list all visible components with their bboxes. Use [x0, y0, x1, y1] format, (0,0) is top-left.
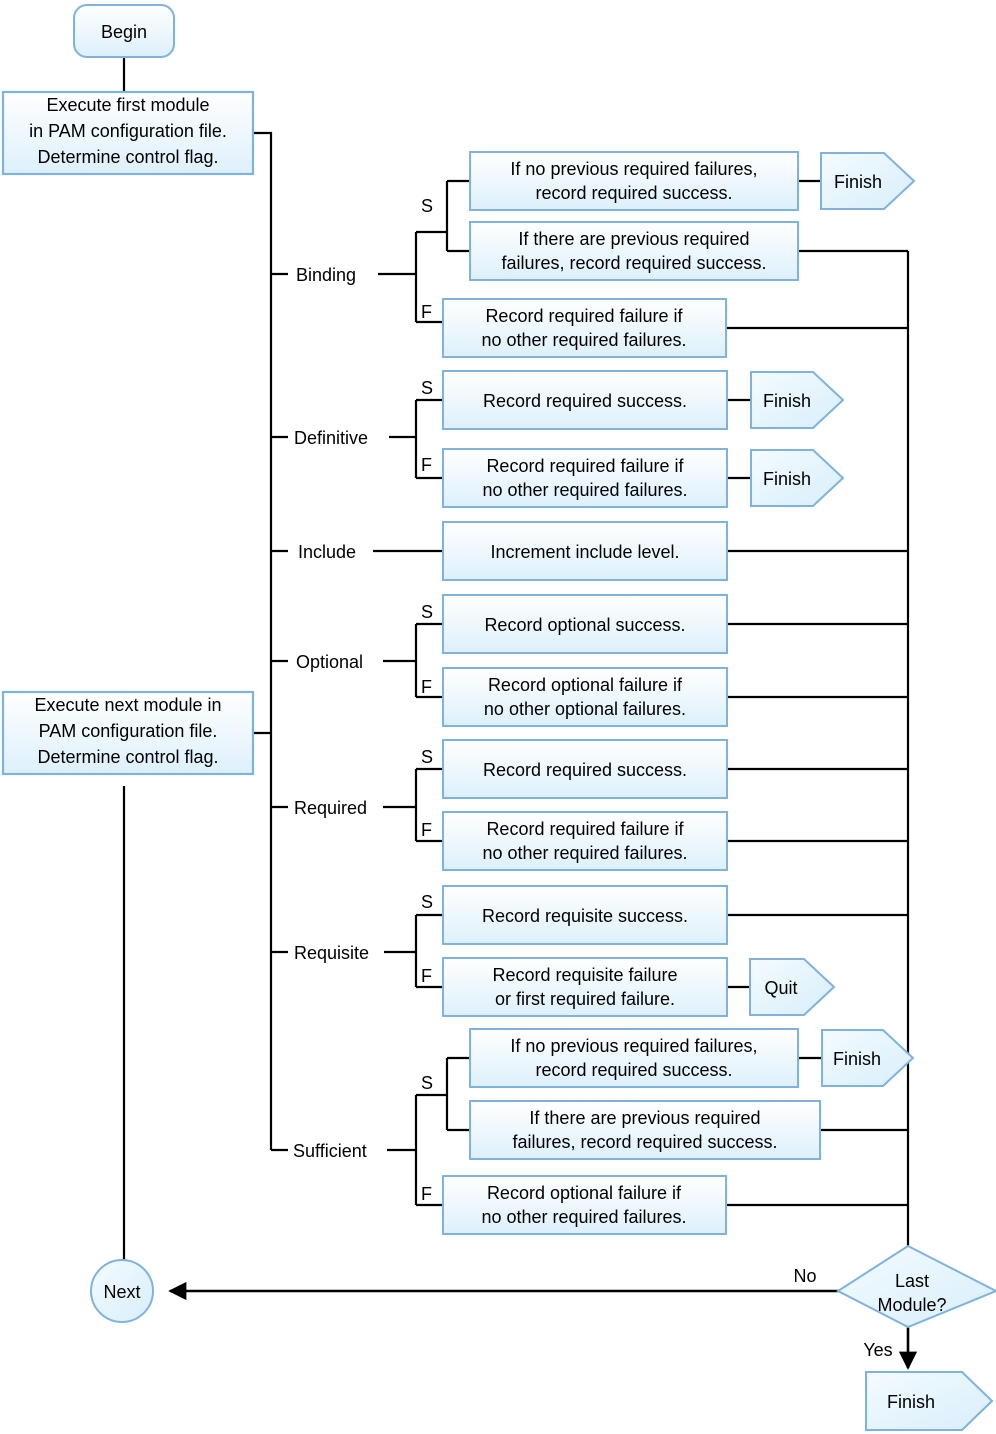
- branch-label-definitive: Definitive: [294, 428, 368, 448]
- execute-first-line2: in PAM configuration file.: [29, 121, 227, 141]
- box-sufficient-s-2-line2: failures, record required success.: [512, 1132, 777, 1152]
- terminal-binding-finish[interactable]: Finish: [820, 152, 916, 210]
- box-required-s-1-line1: Record required success.: [483, 760, 687, 780]
- box-sufficient-s-2[interactable]: If there are previous required failures,…: [469, 1100, 821, 1160]
- execute-next-line3: Determine control flag.: [37, 747, 218, 767]
- box-definitive-s-1-line1: Record required success.: [483, 391, 687, 411]
- box-binding-s-2-line2: failures, record required success.: [501, 253, 766, 273]
- box-definitive-s-1[interactable]: Record required success.: [442, 370, 728, 430]
- flag-optional-s: S: [421, 602, 433, 622]
- node-begin[interactable]: Begin: [73, 4, 175, 58]
- box-sufficient-s-1-line2: record required success.: [535, 1060, 732, 1080]
- connector-lines: [122, 57, 910, 1260]
- node-next-label: Next: [103, 1282, 140, 1302]
- box-sufficient-s-1[interactable]: If no previous required failures, record…: [469, 1028, 799, 1088]
- edge-label-yes: Yes: [863, 1340, 892, 1360]
- box-requisite-f-1-line2: or first required failure.: [495, 989, 675, 1009]
- node-finish-bottom[interactable]: Finish: [865, 1371, 994, 1431]
- edge-label-no: No: [793, 1266, 816, 1286]
- terminal-requisite-quit[interactable]: Quit: [749, 958, 836, 1016]
- box-definitive-f-1-line2: no other required failures.: [482, 480, 687, 500]
- node-execute-first-module[interactable]: Execute first module in PAM configuratio…: [1, 90, 255, 176]
- flag-sufficient-s: S: [421, 1073, 433, 1093]
- flag-sufficient-f: F: [421, 1184, 432, 1204]
- terminal-definitive-s-finish[interactable]: Finish: [750, 371, 845, 429]
- box-binding-s-2[interactable]: If there are previous required failures,…: [469, 221, 799, 281]
- box-binding-s-2-line1: If there are previous required: [518, 229, 749, 249]
- box-required-s-1[interactable]: Record required success.: [442, 739, 728, 799]
- last-module-line2: Module?: [877, 1295, 946, 1315]
- execute-next-line1: Execute next module in: [34, 695, 221, 715]
- terminal-definitive-f-finish[interactable]: Finish: [750, 449, 845, 507]
- branch-label-optional: Optional: [296, 652, 363, 672]
- box-optional-f-1[interactable]: Record optional failure if no other opti…: [442, 667, 728, 727]
- branch-label-required: Required: [294, 798, 367, 818]
- box-sufficient-f-1[interactable]: Record optional failure if no other requ…: [442, 1175, 727, 1235]
- box-binding-f-1-line2: no other required failures.: [481, 330, 686, 350]
- execute-next-line2: PAM configuration file.: [39, 721, 218, 741]
- box-sufficient-f-1-line1: Record optional failure if: [487, 1183, 682, 1203]
- execute-first-line3: Determine control flag.: [37, 147, 218, 167]
- box-binding-s-1[interactable]: If no previous required failures, record…: [469, 151, 799, 211]
- box-requisite-f-1[interactable]: Record requisite failure or first requir…: [442, 957, 728, 1017]
- node-begin-label: Begin: [101, 22, 147, 42]
- flag-optional-f: F: [421, 677, 432, 697]
- flag-required-f: F: [421, 820, 432, 840]
- execute-first-line1: Execute first module: [46, 95, 209, 115]
- branch-label-include: Include: [298, 542, 356, 562]
- box-definitive-f-1[interactable]: Record required failure if no other requ…: [442, 448, 728, 508]
- flag-binding-s: S: [421, 196, 433, 216]
- branch-label-sufficient: Sufficient: [293, 1141, 367, 1161]
- main-trunk: [253, 131, 273, 1150]
- box-binding-f-1[interactable]: Record required failure if no other requ…: [442, 298, 727, 358]
- box-binding-f-1-line1: Record required failure if: [485, 306, 683, 326]
- terminal-sufficient-finish-label: Finish: [833, 1049, 881, 1069]
- flag-definitive-f: F: [421, 455, 432, 475]
- branch-label-binding: Binding: [296, 265, 356, 285]
- terminal-definitive-f-finish-label: Finish: [763, 469, 811, 489]
- box-include-1[interactable]: Increment include level.: [442, 521, 728, 581]
- node-finish-bottom-label: Finish: [887, 1392, 935, 1412]
- box-requisite-s-1[interactable]: Record requisite success.: [442, 885, 728, 945]
- box-optional-s-1[interactable]: Record optional success.: [442, 594, 728, 654]
- box-required-f-1-line2: no other required failures.: [482, 843, 687, 863]
- box-binding-s-1-line1: If no previous required failures,: [510, 159, 757, 179]
- box-definitive-f-1-line1: Record required failure if: [486, 456, 684, 476]
- node-last-module[interactable]: Last Module?: [836, 1244, 996, 1329]
- box-optional-f-1-line1: Record optional failure if: [488, 675, 683, 695]
- terminal-sufficient-finish[interactable]: Finish: [821, 1029, 915, 1087]
- last-module-line1: Last: [895, 1271, 929, 1291]
- flag-requisite-f: F: [421, 966, 432, 986]
- box-required-f-1-line1: Record required failure if: [486, 819, 684, 839]
- terminal-binding-finish-label: Finish: [834, 172, 882, 192]
- branch-label-requisite: Requisite: [294, 943, 369, 963]
- box-optional-s-1-line1: Record optional success.: [484, 615, 685, 635]
- box-requisite-f-1-line1: Record requisite failure: [492, 965, 677, 985]
- terminal-definitive-s-finish-label: Finish: [763, 391, 811, 411]
- box-binding-s-1-line2: record required success.: [535, 183, 732, 203]
- box-requisite-s-1-line1: Record requisite success.: [482, 906, 688, 926]
- box-sufficient-s-1-line1: If no previous required failures,: [510, 1036, 757, 1056]
- box-sufficient-s-2-line1: If there are previous required: [529, 1108, 760, 1128]
- terminal-requisite-quit-label: Quit: [764, 978, 797, 998]
- flag-requisite-s: S: [421, 892, 433, 912]
- flag-required-s: S: [421, 747, 433, 767]
- flag-definitive-s: S: [421, 378, 433, 398]
- box-optional-f-1-line2: no other optional failures.: [484, 699, 686, 719]
- node-execute-next-module[interactable]: Execute next module in PAM configuration…: [1, 690, 255, 776]
- box-required-f-1[interactable]: Record required failure if no other requ…: [442, 811, 728, 871]
- node-next[interactable]: Next: [90, 1259, 154, 1323]
- box-sufficient-f-1-line2: no other required failures.: [481, 1207, 686, 1227]
- box-include-1-line1: Increment include level.: [490, 542, 679, 562]
- flag-binding-f: F: [421, 302, 432, 322]
